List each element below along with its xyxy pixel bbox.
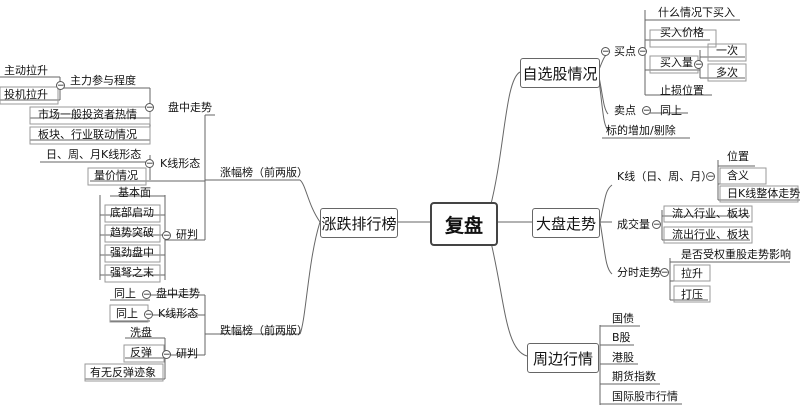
- up-intraday[interactable]: 盘中走势: [168, 101, 212, 114]
- bottom-start[interactable]: 底部启动: [110, 206, 154, 219]
- hk-shares[interactable]: 港股: [612, 351, 634, 364]
- qty-multi[interactable]: 多次: [716, 66, 738, 79]
- collapse-icon[interactable]: −: [601, 47, 610, 57]
- down-intraday-same[interactable]: 同上: [114, 287, 136, 300]
- main-force[interactable]: 主力参与程度: [70, 74, 136, 87]
- collapse-icon[interactable]: −: [162, 350, 171, 360]
- speculative-pull[interactable]: 投机拉升: [4, 88, 48, 101]
- sell-same[interactable]: 同上: [660, 104, 682, 117]
- collapse-icon[interactable]: −: [694, 60, 703, 70]
- investor-enthusiasm[interactable]: 市场一般投资者热情: [38, 108, 137, 121]
- b-shares[interactable]: B股: [612, 331, 631, 344]
- kline-position[interactable]: 位置: [727, 150, 749, 163]
- down-analysis[interactable]: 研判: [176, 347, 198, 360]
- buy-qty[interactable]: 买入量: [660, 56, 693, 69]
- volume-node[interactable]: 成交量: [617, 218, 650, 231]
- branch-dapan[interactable]: 大盘走势: [532, 208, 600, 238]
- collapse-icon[interactable]: −: [162, 231, 171, 241]
- kline-dwm[interactable]: 日、周、月K线形态: [46, 148, 142, 161]
- intraday-pull[interactable]: 拉升: [681, 267, 703, 280]
- rebound[interactable]: 反弹: [130, 346, 152, 359]
- losers-node[interactable]: 跌幅榜（前两版）: [220, 324, 308, 337]
- collapse-icon[interactable]: −: [142, 290, 151, 300]
- global-markets[interactable]: 国际股市行情: [612, 390, 678, 403]
- kline-node[interactable]: K线（日、周、月）: [617, 170, 713, 183]
- collapse-icon[interactable]: −: [706, 172, 715, 182]
- volume-inflow[interactable]: 流入行业、板块: [672, 207, 749, 220]
- active-pull[interactable]: 主动拉升: [4, 64, 48, 77]
- kline-meaning[interactable]: 含义: [727, 169, 749, 182]
- strong-intraday[interactable]: 强劲盘中: [110, 246, 154, 259]
- branch-zhoubian[interactable]: 周边行情: [527, 343, 599, 373]
- trend-break[interactable]: 趋势突破: [110, 226, 154, 239]
- buy-point[interactable]: 买点: [614, 45, 636, 58]
- collapse-icon[interactable]: −: [638, 47, 647, 57]
- down-intraday[interactable]: 盘中走势: [156, 287, 200, 300]
- up-kline-shape[interactable]: K线形态: [160, 157, 201, 170]
- treasury-bonds[interactable]: 国债: [612, 312, 634, 325]
- branch-zhangdie[interactable]: 涨跌排行榜: [320, 208, 398, 238]
- down-kline-shape[interactable]: K线形态: [158, 307, 199, 320]
- buy-when[interactable]: 什么情况下买入: [658, 6, 735, 19]
- intraday-node[interactable]: 分时走势: [617, 266, 661, 279]
- futures-index[interactable]: 期货指数: [612, 370, 656, 383]
- sector-linkage[interactable]: 板块、行业联动情况: [38, 128, 137, 141]
- gainers-node[interactable]: 涨幅榜（前两版）: [220, 166, 308, 179]
- rebound-signs[interactable]: 有无反弹迹象: [90, 366, 156, 379]
- tag-change[interactable]: 标的增加/剔除: [606, 124, 676, 137]
- spent-force[interactable]: 强弩之末: [110, 266, 154, 279]
- wash-trade[interactable]: 洗盘: [130, 326, 152, 339]
- up-analysis[interactable]: 研判: [176, 228, 198, 241]
- volume-price[interactable]: 量价情况: [94, 169, 138, 182]
- collapse-icon[interactable]: −: [660, 268, 669, 278]
- collapse-icon[interactable]: −: [144, 310, 153, 320]
- collapse-icon[interactable]: −: [642, 106, 651, 116]
- kline-daily-trend[interactable]: 日K线整体走势: [727, 187, 800, 200]
- down-kline-same[interactable]: 同上: [116, 307, 138, 320]
- collapse-icon[interactable]: −: [145, 159, 154, 169]
- intraday-press[interactable]: 打压: [681, 288, 703, 301]
- fundamentals[interactable]: 基本面: [118, 186, 151, 199]
- stop-loss[interactable]: 止损位置: [660, 84, 704, 97]
- collapse-icon[interactable]: −: [56, 81, 65, 91]
- root-node[interactable]: 复盘: [430, 202, 498, 246]
- intraday-weight[interactable]: 是否受权重股走势影响: [681, 248, 791, 261]
- sell-point[interactable]: 卖点: [614, 104, 636, 117]
- volume-outflow[interactable]: 流出行业、板块: [672, 228, 749, 241]
- buy-price[interactable]: 买入价格: [660, 26, 704, 39]
- branch-zixuan[interactable]: 自选股情况: [520, 58, 600, 88]
- collapse-icon[interactable]: −: [652, 220, 661, 230]
- collapse-icon[interactable]: −: [145, 103, 154, 113]
- qty-once[interactable]: 一次: [716, 44, 738, 57]
